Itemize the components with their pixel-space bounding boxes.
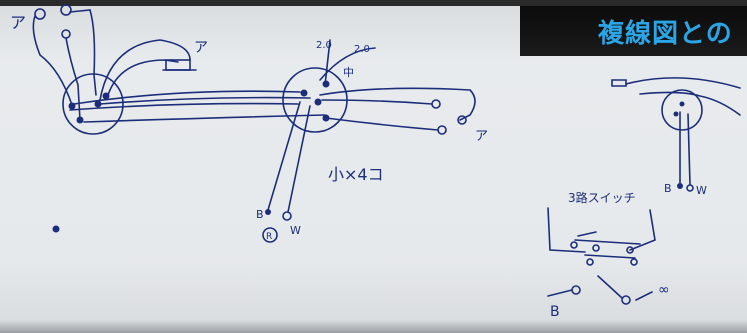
terminal-circle [431, 99, 441, 109]
wire [324, 39, 331, 86]
label-b-mid: B [256, 208, 264, 221]
label-count: 小×4コ [328, 165, 384, 184]
terminal-circle [282, 211, 292, 221]
wire [639, 91, 741, 116]
label-a-right: ア [475, 129, 488, 144]
label-a-left: ア [10, 13, 26, 32]
switch-contact [586, 258, 594, 266]
switch-contact [570, 241, 578, 249]
wire [321, 99, 433, 105]
wire [32, 15, 73, 106]
wire [547, 207, 586, 253]
wire [577, 231, 597, 237]
title-banner: 複線図との [520, 6, 747, 56]
switch-circle [34, 8, 46, 20]
wire [319, 47, 376, 81]
wire [69, 102, 299, 111]
wire [574, 239, 641, 245]
wire [629, 209, 656, 251]
terminal-circle [437, 125, 447, 135]
label-inf: ∞ [658, 282, 670, 298]
switch-contact [571, 285, 581, 295]
switch-circle [61, 29, 71, 39]
joint-box-left [62, 73, 124, 135]
wire [547, 289, 573, 297]
label-w-mid: W [290, 224, 301, 237]
label-20b: 2.0 [354, 44, 370, 55]
wire [69, 9, 97, 96]
joint-box-small [661, 89, 703, 131]
switch-contact [626, 246, 634, 254]
wire [687, 113, 691, 186]
label-20: 2.0 [316, 40, 332, 51]
wire [597, 275, 623, 299]
wire [83, 114, 326, 123]
switch-contact [621, 295, 631, 305]
label-a-lamp: ア [194, 40, 208, 56]
wire [584, 254, 636, 259]
label-r: R [266, 232, 272, 242]
switch-circle [60, 4, 72, 16]
wire [267, 101, 301, 211]
label-b-bottom: B [550, 304, 560, 320]
label-threeway: 3路スイッチ [568, 190, 636, 205]
wire [325, 117, 439, 131]
marker-dot [52, 225, 60, 233]
lamp-symbol [611, 79, 627, 87]
wire [107, 59, 179, 96]
terminal-circle [686, 184, 694, 192]
label-b-right: B [664, 182, 672, 195]
switch-contact [592, 244, 600, 252]
terminal-circle [457, 115, 467, 125]
wire [287, 105, 311, 213]
wire [635, 291, 653, 301]
wire [625, 77, 741, 89]
wire [99, 39, 191, 101]
wire [73, 90, 301, 105]
wire [99, 96, 311, 105]
label-w-right: W [696, 184, 707, 197]
r-circle [262, 227, 278, 243]
switch-contact [630, 258, 638, 266]
wire [65, 37, 81, 121]
banner-title: 複線図との [598, 18, 733, 49]
label-naka: 中 [343, 66, 354, 79]
wire [319, 87, 476, 121]
